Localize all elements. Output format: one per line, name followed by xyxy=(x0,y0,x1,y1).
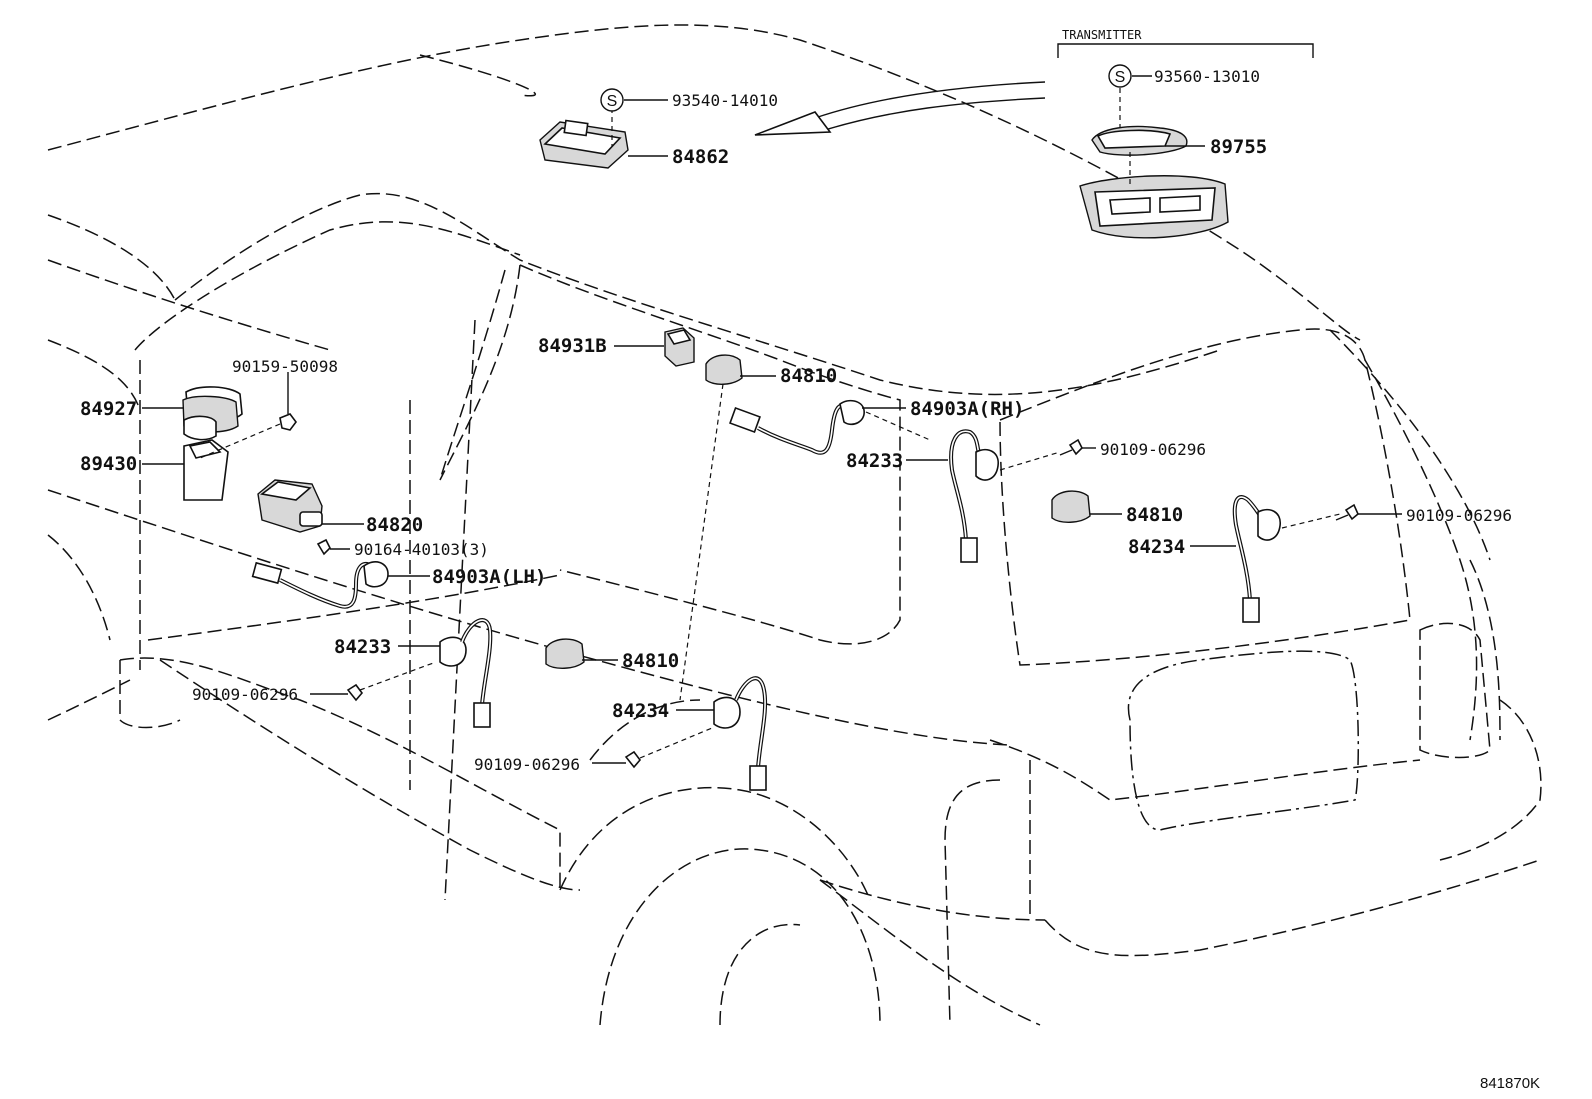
switch-84931b xyxy=(664,327,695,367)
unit-89430 xyxy=(183,439,229,501)
transmitter-header: TRANSMITTER xyxy=(1062,28,1142,42)
callout-90109-06296-mid: 90109-06296 xyxy=(474,755,580,774)
screw-90159 xyxy=(199,413,297,459)
callout-84862: 84862 xyxy=(672,146,729,168)
leader-lines xyxy=(142,75,1402,764)
bolt-right xyxy=(1335,503,1359,521)
bolt-mid xyxy=(624,750,642,769)
switch-84810-right xyxy=(1051,490,1091,523)
callout-84903a-lh: 84903A(LH) xyxy=(432,566,546,588)
callout-84233-right: 84233 xyxy=(846,450,903,472)
module-84862 xyxy=(539,108,629,169)
bolt-right-top xyxy=(1059,438,1083,456)
callout-84927: 84927 xyxy=(80,398,137,420)
transmitter-bracket: TRANSMITTER xyxy=(1057,28,1314,58)
sensor-84233-left xyxy=(359,618,493,728)
bolt-left xyxy=(346,683,364,702)
transmitter-assembly xyxy=(1079,88,1229,239)
supply-symbol-93560: S xyxy=(1108,64,1132,88)
switch-84810-top xyxy=(679,354,743,701)
callout-84234-mid: 84234 xyxy=(612,700,669,722)
callout-89755: 89755 xyxy=(1210,136,1267,158)
vehicle-body-outline xyxy=(47,24,1542,1026)
sensor-84234-right xyxy=(1232,495,1341,623)
callout-90109-06296-left: 90109-06296 xyxy=(192,685,298,704)
relocation-arrow xyxy=(754,81,1046,136)
callout-84810-top: 84810 xyxy=(780,365,837,387)
callout-labels: 93540-14010 84862 93560-13010 89755 9015… xyxy=(80,67,1512,774)
callout-84903a-rh: 84903A(RH) xyxy=(910,398,1024,420)
callout-93540-14010: 93540-14010 xyxy=(672,91,778,110)
callout-90164-40103: 90164-40103(3) xyxy=(354,540,489,559)
switch-84810-mid xyxy=(545,638,585,669)
svg-text:S: S xyxy=(1115,69,1126,86)
unit-84927 xyxy=(182,386,243,441)
callout-84810-mid: 84810 xyxy=(622,650,679,672)
callout-84931b: 84931B xyxy=(538,335,607,357)
svg-text:S: S xyxy=(607,93,618,110)
callout-90109-06296-right-top: 90109-06296 xyxy=(1100,440,1206,459)
harness-84903a-rh xyxy=(729,399,931,455)
screw-90164 xyxy=(316,538,331,556)
sensor-84233-right xyxy=(949,429,1061,563)
sensor-84234-mid xyxy=(639,676,768,791)
actuator-84820 xyxy=(257,479,323,533)
callout-84234-right: 84234 xyxy=(1128,536,1185,558)
supply-symbol-93540: S xyxy=(600,88,624,112)
callout-84820: 84820 xyxy=(366,514,423,536)
harness-84903a-lh xyxy=(251,561,389,609)
drawing-code: 841870K xyxy=(1480,1075,1540,1092)
callout-84233-left: 84233 xyxy=(334,636,391,658)
callout-89430: 89430 xyxy=(80,453,137,475)
callout-93560-13010: 93560-13010 xyxy=(1154,67,1260,86)
callout-90159-50098: 90159-50098 xyxy=(232,357,338,376)
callout-90109-06296-right: 90109-06296 xyxy=(1406,506,1512,525)
callout-84810-right: 84810 xyxy=(1126,504,1183,526)
